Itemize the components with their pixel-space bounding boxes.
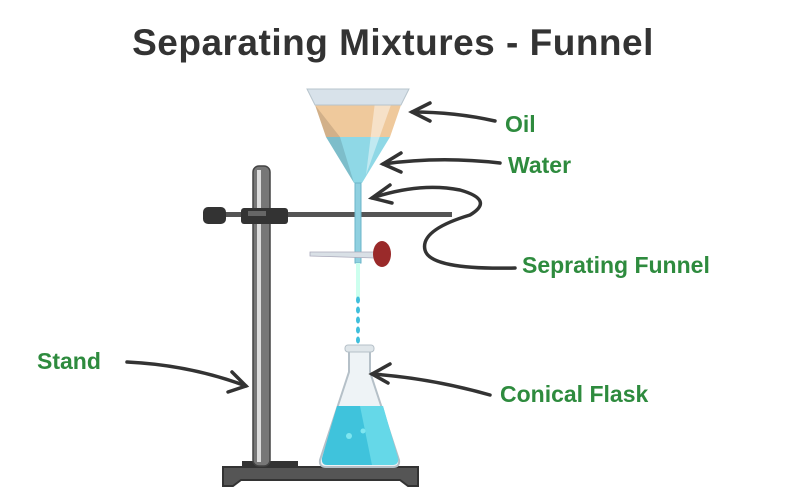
arrow-stand bbox=[125, 360, 248, 388]
conical-flask bbox=[318, 344, 401, 468]
arrow-oil bbox=[410, 110, 497, 123]
stand-rod bbox=[252, 165, 271, 467]
pointer-arrows bbox=[125, 101, 517, 397]
clamp bbox=[203, 207, 452, 224]
label-oil: Oil bbox=[505, 111, 536, 137]
label-separating-funnel: Seprating Funnel bbox=[522, 252, 710, 278]
arrow-water bbox=[381, 157, 502, 166]
diagram-title: Separating Mixtures - Funnel bbox=[132, 22, 654, 63]
label-conical-flask: Conical Flask bbox=[500, 381, 649, 407]
arrow-conical-flask bbox=[370, 372, 492, 397]
separating-funnel bbox=[306, 88, 410, 267]
label-water: Water bbox=[508, 152, 572, 178]
arrow-separating-funnel bbox=[370, 185, 517, 270]
label-stand: Stand bbox=[37, 348, 101, 374]
stopcock-icon bbox=[373, 241, 391, 267]
stand-base bbox=[222, 461, 419, 487]
